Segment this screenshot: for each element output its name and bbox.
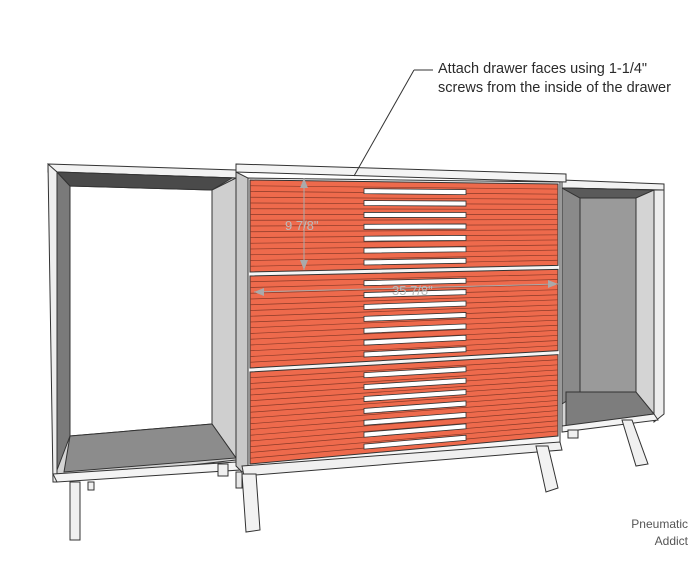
arrowhead xyxy=(300,260,308,270)
left-cabinet xyxy=(47,162,241,483)
slat-line xyxy=(249,379,559,402)
slat-line xyxy=(249,400,559,425)
slat-gap xyxy=(363,223,467,230)
slat-gap xyxy=(363,434,467,450)
slat-line xyxy=(249,208,559,210)
right-legs xyxy=(567,419,649,467)
slat-line xyxy=(249,294,559,306)
slat-line xyxy=(249,369,559,390)
slat-gap xyxy=(363,200,467,207)
center-legs xyxy=(235,445,559,533)
left-cabinet-front-edge xyxy=(47,162,58,483)
slat-line xyxy=(249,410,559,436)
slat-gap xyxy=(363,346,467,358)
slat-gap xyxy=(363,366,467,379)
slat-line xyxy=(249,219,559,221)
slat-gap xyxy=(363,289,467,298)
callout-leader xyxy=(353,69,433,177)
center-cabinet-bottom xyxy=(241,441,563,477)
leg xyxy=(87,481,95,491)
left-cabinet-inner-left xyxy=(56,170,71,471)
leg xyxy=(217,463,229,477)
drawer-height-label: 9 7/8" xyxy=(285,218,319,233)
slat-line xyxy=(249,389,559,413)
leg xyxy=(241,473,261,533)
slat-line xyxy=(249,425,559,453)
right-cabinet-inner-left xyxy=(561,187,581,405)
slat-gap xyxy=(363,400,467,414)
right-cabinet-inner-back xyxy=(579,197,637,393)
slat-line xyxy=(249,274,559,283)
slat-line xyxy=(249,284,559,294)
dimension-drawer-width: 35 7/8" xyxy=(253,280,559,298)
right-cabinet xyxy=(561,179,665,433)
slat-gap xyxy=(363,234,467,242)
drawer-faces xyxy=(249,179,559,465)
left-legs xyxy=(69,463,229,541)
leg xyxy=(235,471,243,489)
arrowhead xyxy=(548,280,558,288)
watermark-line-1: Pneumatic xyxy=(631,517,688,531)
slat-gap xyxy=(363,257,467,266)
slat-line xyxy=(249,196,559,200)
center-cabinet-top xyxy=(235,163,567,183)
arrowhead xyxy=(300,178,308,188)
slat-line xyxy=(249,340,559,357)
leg xyxy=(535,445,559,493)
slat-line xyxy=(249,229,559,233)
slat-line xyxy=(249,415,559,442)
arrowhead xyxy=(254,288,264,296)
slat-gap xyxy=(363,323,467,334)
right-cabinet-front-edge xyxy=(653,189,665,424)
slat-gap xyxy=(363,377,467,391)
left-cabinet-opening xyxy=(69,185,213,437)
slat-line xyxy=(249,359,559,379)
annotation-line-2: screws from the inside of the drawer xyxy=(438,80,671,96)
slat-gap xyxy=(363,188,467,196)
slat-line xyxy=(249,314,559,329)
slat-gap xyxy=(363,277,467,287)
watermark-line-2: Addict xyxy=(654,534,688,548)
slat-gap xyxy=(363,300,467,310)
drawer-width-label: 35 7/8" xyxy=(392,283,433,298)
leg xyxy=(69,481,81,541)
slat-gap xyxy=(363,334,467,346)
dimension-drawer-height: 9 7/8" xyxy=(285,178,319,270)
slat-gap xyxy=(363,423,467,438)
center-cabinet-left-side xyxy=(235,171,249,473)
leg xyxy=(621,419,649,467)
slat-gap xyxy=(363,246,467,254)
slat-gap xyxy=(363,312,467,322)
watermark: Pneumatic Addict xyxy=(631,516,688,550)
slat-line xyxy=(249,239,559,244)
annotation-line-1: Attach drawer faces using 1-1/4" xyxy=(438,61,648,77)
annotation-text: Attach drawer faces using 1-1/4" screws … xyxy=(438,60,671,98)
slat-gap xyxy=(363,389,467,402)
right-cabinet-bottom-edge xyxy=(561,413,659,433)
slat-line xyxy=(249,254,559,261)
slat-gap xyxy=(363,212,467,218)
leg xyxy=(567,429,579,439)
slat-line xyxy=(249,329,559,346)
slat-gap xyxy=(363,411,467,426)
slat-line xyxy=(249,304,559,317)
left-cabinet-inner-right xyxy=(211,177,237,460)
slat-line xyxy=(249,324,559,340)
slat-line xyxy=(249,244,559,250)
